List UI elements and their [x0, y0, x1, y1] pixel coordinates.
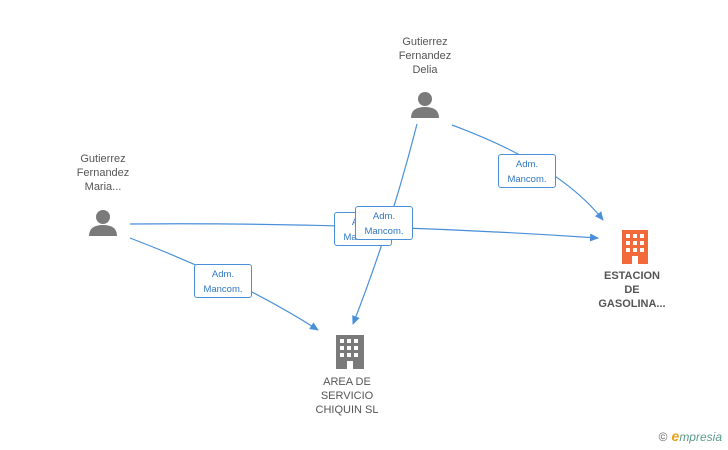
edge-label-line2: Mancom. — [507, 174, 547, 185]
edge-label-line1: Adm. — [515, 159, 539, 170]
building-icon[interactable] — [336, 335, 364, 369]
label-line: GASOLINA... — [598, 298, 666, 310]
edge-label-maria-area[interactable]: Adm. Mancom. — [194, 264, 252, 298]
label-line: Maria... — [84, 181, 122, 193]
edge-label-line1: Adm. — [211, 269, 235, 280]
company-label-estacion[interactable]: ESTACION DE GASOLINA... — [582, 269, 682, 311]
edge-label-line2: Mancom. — [203, 284, 243, 295]
brand-name: mpresia — [679, 430, 722, 444]
label-line: SERVICIO — [320, 390, 374, 402]
copyright-symbol: © — [658, 430, 668, 444]
label-line: Fernandez — [398, 50, 452, 62]
label-line: ESTACION — [603, 270, 661, 282]
company-label-area[interactable]: AREA DE SERVICIO CHIQUIN SL — [297, 375, 397, 417]
empresia-watermark: ©empresia — [659, 428, 722, 444]
label-line: Gutierrez — [80, 153, 126, 165]
label-line: DE — [624, 284, 640, 296]
edge-label-delia-area[interactable]: Adm. Mancom. — [355, 206, 413, 240]
edge-label-line2: Mancom. — [364, 226, 404, 237]
label-line: AREA DE — [323, 376, 371, 388]
person-icon[interactable] — [89, 210, 117, 236]
person-label-delia[interactable]: Gutierrez Fernandez Delia — [375, 35, 475, 77]
label-line: Fernandez — [76, 167, 130, 179]
person-label-maria[interactable]: Gutierrez Fernandez Maria... — [53, 152, 153, 194]
label-line: CHIQUIN SL — [315, 404, 379, 416]
edge-label-line1: Adm. — [372, 211, 396, 222]
person-icon[interactable] — [411, 92, 439, 118]
building-icon[interactable] — [622, 230, 648, 264]
label-line: Delia — [412, 64, 438, 76]
edge-label-delia-estacion[interactable]: Adm. Mancom. — [498, 154, 556, 188]
brand-initial: e — [671, 428, 680, 444]
label-line: Gutierrez — [402, 36, 448, 48]
